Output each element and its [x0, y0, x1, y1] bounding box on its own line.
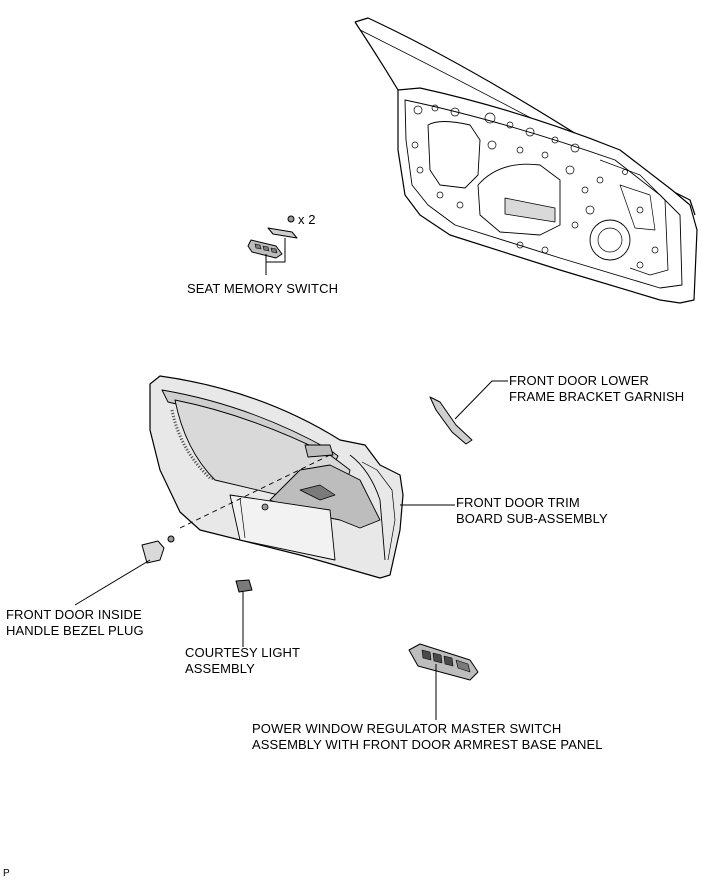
lower-frame-garnish-label-line1: FRONT DOOR LOWER: [509, 373, 650, 388]
bezel-plug-illustration: [74, 535, 175, 606]
lower-frame-garnish-label-line2: FRAME BRACKET GARNISH: [509, 389, 685, 404]
courtesy-light-label-line1: COURTESY LIGHT: [185, 645, 301, 660]
courtesy-light-illustration: [235, 579, 253, 647]
master-switch-label-line2: ASSEMBLY WITH FRONT DOOR ARMREST BASE PA…: [252, 737, 603, 752]
seat-memory-switch-illustration: [247, 215, 298, 275]
master-switch-label-line1: POWER WINDOW REGULATOR MASTER SWITCH: [252, 721, 562, 736]
trim-board-label-line2: BOARD SUB-ASSEMBLY: [456, 511, 608, 526]
footer-code: P: [3, 868, 10, 879]
trim-board-label-line1: FRONT DOOR TRIM: [456, 495, 580, 510]
bezel-plug-label-line2: HANDLE BEZEL PLUG: [6, 623, 144, 638]
courtesy-light-label: COURTESY LIGHT ASSEMBLY: [185, 645, 300, 677]
door-trim-board-illustration: [149, 375, 455, 579]
lower-frame-garnish-label: FRONT DOOR LOWER FRAME BRACKET GARNISH: [509, 373, 684, 405]
master-switch-illustration: [408, 643, 479, 720]
bezel-plug-label-line1: FRONT DOOR INSIDE: [6, 607, 142, 622]
master-switch-label: POWER WINDOW REGULATOR MASTER SWITCH ASS…: [252, 721, 603, 753]
trim-board-label: FRONT DOOR TRIM BOARD SUB-ASSEMBLY: [456, 495, 608, 527]
door-shell-illustration: [354, 17, 698, 304]
lower-frame-garnish-illustration: [429, 380, 508, 445]
seat-memory-switch-label: SEAT MEMORY SWITCH: [187, 281, 339, 296]
courtesy-light-label-line2: ASSEMBLY: [185, 661, 255, 676]
screw-quantity-label: x 2: [298, 212, 316, 227]
bezel-plug-label: FRONT DOOR INSIDE HANDLE BEZEL PLUG: [6, 607, 144, 639]
